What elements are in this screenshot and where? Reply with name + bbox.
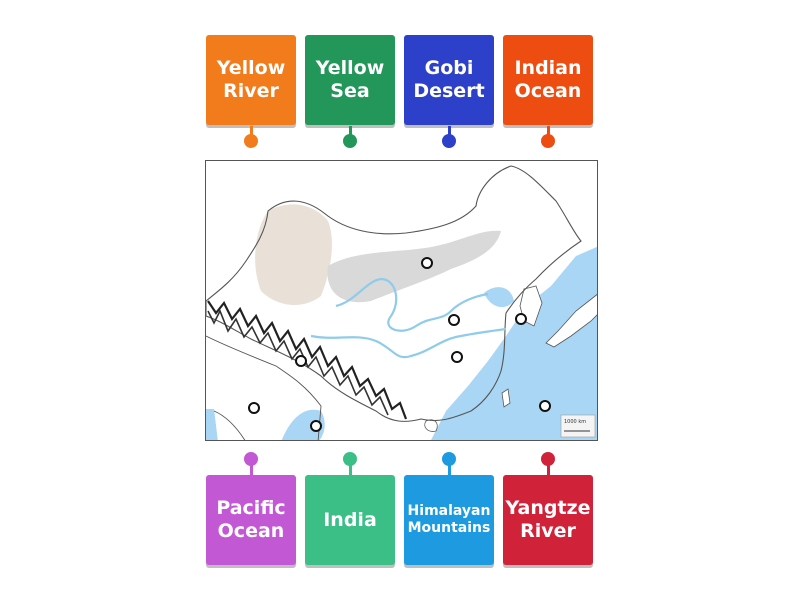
drop-target-pacific[interactable]	[539, 400, 551, 412]
tile-connector	[547, 462, 550, 476]
gobi-desert-shading	[327, 230, 501, 303]
tile-connector	[448, 462, 451, 476]
tile-label: Yellow River	[216, 57, 286, 102]
yellow-river-line	[335, 277, 489, 332]
tile-indian-ocean[interactable]: Indian Ocean	[503, 35, 593, 125]
tile-pin[interactable]	[244, 452, 258, 466]
himalaya-ridge-2	[207, 309, 389, 416]
drop-target-himalayas[interactable]	[295, 355, 307, 367]
yangtze-river-line	[310, 327, 507, 359]
hainan-island	[424, 419, 438, 432]
tile-pin[interactable]	[343, 452, 357, 466]
arabian-water	[206, 409, 218, 440]
tile-label: India	[323, 508, 377, 531]
tile-connector	[250, 462, 253, 476]
taiwan-island	[501, 388, 511, 408]
tile-connector	[349, 126, 352, 140]
tile-connector	[547, 126, 550, 140]
tile-connector	[349, 462, 352, 476]
tile-connector	[250, 126, 253, 140]
tarim-basin-shading	[255, 204, 332, 306]
tile-label: Yellow Sea	[315, 57, 385, 102]
drop-target-yangtze[interactable]	[451, 351, 463, 363]
japan-island	[545, 294, 597, 348]
tile-label: Pacific Ocean	[216, 497, 286, 542]
tile-label: Gobi Desert	[413, 57, 485, 102]
tile-himalayan-mountains[interactable]: Himalayan Mountains	[404, 475, 494, 565]
drop-target-gobi[interactable]	[421, 257, 433, 269]
tile-pin[interactable]	[244, 134, 258, 148]
tile-label: Yangtze River	[505, 497, 591, 542]
tile-label: Indian Ocean	[514, 57, 582, 102]
map-of-china: 1000 km	[205, 160, 598, 441]
china-outline	[206, 165, 582, 422]
tile-pin[interactable]	[442, 452, 456, 466]
india-outline	[206, 335, 322, 440]
tile-connector	[448, 126, 451, 140]
tile-pin[interactable]	[343, 134, 357, 148]
tile-yangtze-river[interactable]: Yangtze River	[503, 475, 593, 565]
scale-legend-text: 1000 km	[564, 419, 586, 425]
bay-of-bengal	[281, 409, 325, 440]
pacific-water	[431, 246, 597, 440]
tile-label: Himalayan Mountains	[407, 503, 491, 536]
tile-gobi-desert[interactable]: Gobi Desert	[404, 35, 494, 125]
bohai-gulf	[484, 287, 514, 308]
drop-target-yellow-sea[interactable]	[515, 313, 527, 325]
tile-pin[interactable]	[541, 134, 555, 148]
tile-pin[interactable]	[442, 134, 456, 148]
map-graphic: 1000 km	[206, 165, 597, 440]
himalaya-ridge	[207, 300, 408, 420]
tile-yellow-sea[interactable]: Yellow Sea	[305, 35, 395, 125]
drop-target-indian-ocean[interactable]	[310, 420, 322, 432]
drop-target-yellow-river[interactable]	[448, 314, 460, 326]
tile-pin[interactable]	[541, 452, 555, 466]
drop-target-india[interactable]	[248, 402, 260, 414]
tile-pacific-ocean[interactable]: Pacific Ocean	[206, 475, 296, 565]
tile-yellow-river[interactable]: Yellow River	[206, 35, 296, 125]
tile-india[interactable]: India	[305, 475, 395, 565]
